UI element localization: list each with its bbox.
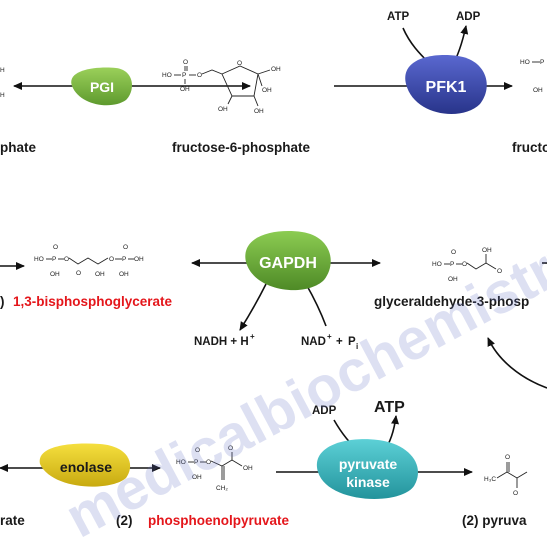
svg-text:O: O bbox=[206, 459, 211, 466]
row1-left-molecule-fragment: H H bbox=[0, 67, 5, 99]
svg-text:OH: OH bbox=[254, 108, 264, 115]
svg-text:O: O bbox=[64, 256, 69, 263]
svg-text:O: O bbox=[497, 268, 502, 275]
svg-text:HO: HO bbox=[162, 72, 172, 79]
pfk1-enzyme: PFK1 bbox=[405, 55, 487, 115]
row2: HO P O OH O O OH O P O OH OH ) 1,3-bisph… bbox=[0, 231, 547, 389]
svg-text:O: O bbox=[237, 60, 242, 67]
svg-text:P: P bbox=[540, 59, 544, 66]
svg-text:P: P bbox=[52, 256, 56, 263]
svg-text:O: O bbox=[195, 447, 200, 454]
gapdh-nadh-out-arrow bbox=[239, 283, 267, 331]
svg-text:OH: OH bbox=[180, 86, 190, 93]
watermark: medicalbiochemistrypage bbox=[55, 158, 547, 547]
svg-text:O: O bbox=[197, 72, 202, 79]
svg-text:P: P bbox=[182, 72, 186, 79]
svg-text:OH: OH bbox=[95, 271, 105, 278]
atom-label: H bbox=[0, 92, 5, 99]
nad-plus: + bbox=[336, 336, 343, 348]
bisphosphoglycerate-molecule: HO P O OH O O OH O P O OH OH bbox=[34, 244, 144, 278]
bisphosphoglycerate-prefix: ) bbox=[0, 294, 5, 309]
svg-text:OH: OH bbox=[50, 271, 60, 278]
pgi-label: PGI bbox=[90, 79, 114, 95]
nad-label: NAD bbox=[301, 336, 326, 348]
svg-text:P: P bbox=[450, 261, 454, 268]
fructose-6-phosphate-label: fructose-6-phosphate bbox=[172, 140, 311, 155]
svg-text:OH: OH bbox=[482, 247, 492, 254]
gapdh-label: GAPDH bbox=[259, 255, 317, 272]
nad-superscript: + bbox=[327, 332, 332, 341]
pyruvate-label: (2) pyruva bbox=[462, 513, 527, 528]
svg-text:O: O bbox=[53, 244, 58, 251]
row1-right-compound-label: fructo bbox=[512, 140, 547, 155]
pgi-enzyme: PGI bbox=[71, 67, 132, 106]
svg-text:O: O bbox=[451, 249, 456, 256]
row3: enolase HO P O OH O O OH CH₂ rate (2) ph… bbox=[0, 399, 528, 528]
pyruvate-kinase-enzyme: pyruvate kinase bbox=[316, 439, 418, 499]
bisphosphoglycerate-label: 1,3-bisphosphoglycerate bbox=[13, 294, 173, 309]
return-curve-arrow bbox=[487, 337, 547, 389]
enolase-label: enolase bbox=[60, 459, 112, 475]
pyruvate-kinase-label-line2: kinase bbox=[346, 474, 390, 490]
svg-text:OH: OH bbox=[243, 465, 253, 472]
phosphoenolpyruvate-label: phosphoenolpyruvate bbox=[148, 513, 290, 528]
phosphoenolpyruvate-molecule: HO P O OH O O OH CH₂ bbox=[176, 445, 253, 492]
gapdh-enzyme: GAPDH bbox=[245, 231, 331, 291]
row1: H H PGI HO P O OH O O OH OH bbox=[0, 11, 547, 155]
svg-text:O: O bbox=[123, 244, 128, 251]
pk-atp-label: ATP bbox=[374, 399, 405, 416]
pfk1-atp-label: ATP bbox=[387, 11, 409, 23]
pfk1-adp-label: ADP bbox=[456, 11, 481, 23]
svg-text:HO: HO bbox=[176, 459, 186, 466]
pyruvate-kinase-label-line1: pyruvate bbox=[339, 456, 398, 472]
gapdh-nad-in-arrow bbox=[305, 283, 327, 327]
svg-text:OH: OH bbox=[271, 66, 281, 73]
svg-text:P: P bbox=[122, 256, 126, 263]
glyceraldehyde-3-phosphate-molecule: HO P O OH O OH O bbox=[432, 247, 502, 283]
svg-text:O: O bbox=[462, 261, 467, 268]
svg-text:OH: OH bbox=[192, 474, 202, 481]
svg-text:O: O bbox=[76, 270, 81, 277]
fructose-6-phosphate-molecule: HO P O OH O O OH OH OH OH bbox=[162, 59, 281, 115]
pep-prefix: (2) bbox=[116, 513, 133, 528]
svg-text:O: O bbox=[228, 445, 233, 452]
svg-text:O: O bbox=[109, 256, 114, 263]
nad-cofactor: NAD + + P i bbox=[301, 332, 358, 351]
pfk1-label: PFK1 bbox=[426, 79, 467, 96]
svg-text:OH: OH bbox=[119, 271, 129, 278]
svg-text:HO: HO bbox=[432, 261, 442, 268]
nadh-label: NADH + H bbox=[194, 336, 249, 348]
pk-adp-label: ADP bbox=[312, 405, 337, 417]
atom-label: H bbox=[0, 67, 5, 74]
svg-text:OH: OH bbox=[448, 276, 458, 283]
pi-subscript: i bbox=[356, 342, 358, 351]
svg-text:HO: HO bbox=[520, 59, 530, 66]
row1-right-molecule-fragment: HO P OH bbox=[520, 59, 544, 94]
svg-text:H₃C: H₃C bbox=[484, 476, 496, 483]
enolase-enzyme: enolase bbox=[39, 443, 131, 487]
svg-text:OH: OH bbox=[134, 256, 144, 263]
pyruvate-molecule: H₃C O O bbox=[484, 454, 528, 497]
svg-text:HO: HO bbox=[34, 256, 44, 263]
svg-text:O: O bbox=[183, 59, 188, 66]
svg-text:O: O bbox=[513, 490, 518, 497]
svg-text:OH: OH bbox=[533, 87, 543, 94]
nadh-cofactor: NADH + H + bbox=[194, 332, 255, 348]
glyceraldehyde-3-phosphate-label: glyceraldehyde-3-phosp bbox=[374, 294, 529, 309]
svg-text:OH: OH bbox=[218, 106, 228, 113]
svg-text:O: O bbox=[505, 454, 510, 461]
nadh-superscript: + bbox=[250, 332, 255, 341]
svg-text:P: P bbox=[194, 459, 198, 466]
svg-text:OH: OH bbox=[262, 87, 272, 94]
svg-text:CH₂: CH₂ bbox=[216, 485, 228, 492]
row1-left-compound-label: phate bbox=[0, 140, 36, 155]
pi-label: P bbox=[348, 336, 356, 348]
row3-left-compound-label: rate bbox=[0, 513, 25, 528]
